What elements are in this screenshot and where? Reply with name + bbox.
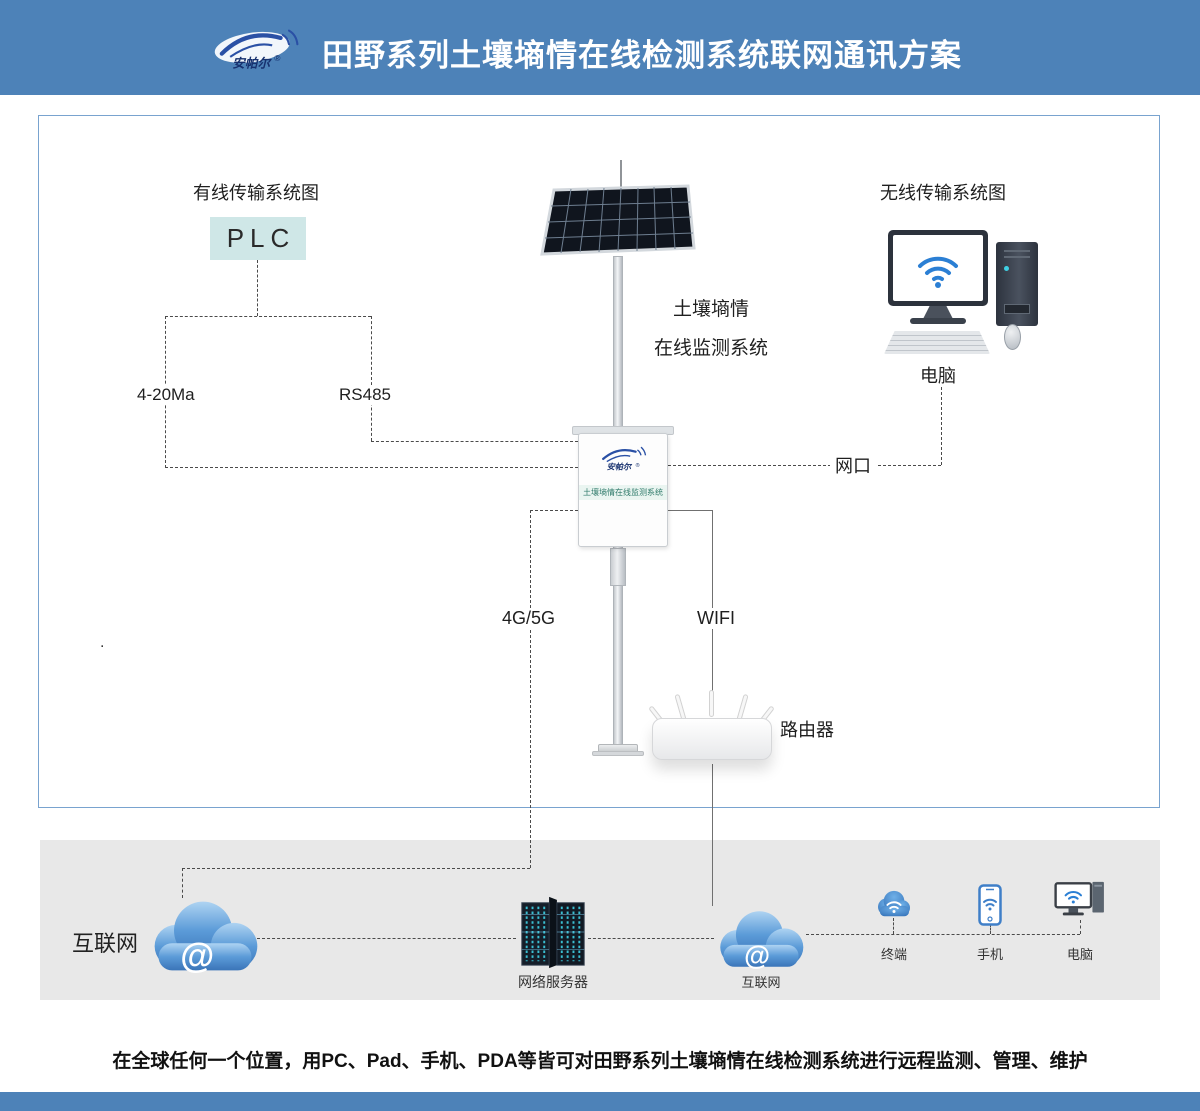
line-4g5g-vertical (530, 510, 531, 868)
station-name: 土壤墒情 在线监测系统 (636, 294, 786, 360)
pc-label: 电脑 (1066, 947, 1093, 962)
net-port-label: 网口 (830, 452, 876, 478)
internet-center-label: 互联网 (741, 975, 781, 990)
line-4g5g-band (182, 868, 530, 869)
station-antenna (620, 160, 622, 190)
station-pole-sleeve (610, 548, 626, 586)
line-wifi-stub (668, 510, 712, 511)
wifi-icon (918, 256, 958, 288)
station-base-foot (592, 751, 644, 756)
wireless-system-label: 无线传输系统图 (880, 183, 1006, 203)
line-plc-drop (257, 260, 258, 316)
tower-vent (1004, 250, 1030, 252)
line-split-top (165, 316, 371, 317)
line-4g5g-stub (530, 510, 578, 511)
internet-left-label: 互联网 (72, 931, 139, 956)
line-420ma-to-device (165, 467, 578, 468)
line-cloud-to-server (257, 938, 516, 939)
line-phone-stub (990, 924, 991, 934)
monitor-base (910, 318, 966, 324)
router-body (652, 718, 772, 760)
server-label: 网络服务器 (518, 974, 588, 990)
wired-system-label: 有线传输系统图 (193, 183, 319, 203)
router-label: 路由器 (780, 720, 834, 740)
line-netport-vertical (941, 387, 942, 465)
device-logo-text: 安帕尔 (607, 463, 633, 472)
brand-logo: 安帕尔 ® (214, 29, 299, 70)
cloud-at-symbol: @ (180, 936, 214, 975)
line-pc-stub (1080, 920, 1081, 934)
monitor-stand (923, 306, 953, 319)
phone-label: 手机 (976, 947, 1003, 962)
internet-cloud-center: @ (720, 911, 804, 970)
network-server (521, 896, 585, 969)
device-box: 安帕尔 ® 土壤墒情在线监测系统 (578, 433, 668, 547)
tower-power-led (1004, 266, 1009, 271)
plc-label: PLC (226, 223, 296, 253)
pc-icon (1054, 881, 1104, 916)
tower-vent (1004, 256, 1030, 258)
station-name-line1: 土壤墒情 (672, 299, 749, 320)
router (648, 690, 775, 766)
phone-icon (978, 884, 1002, 926)
page-title: 田野系列土壤墒情在线检测系统联网通讯方案 (322, 38, 962, 73)
mouse (1004, 324, 1021, 350)
device-title: 土壤墒情在线监测系统 (579, 485, 667, 500)
brand-logo-reg: ® (274, 53, 281, 63)
line-4g5g-to-cloud (182, 868, 183, 898)
line-terminal-stub (893, 918, 894, 934)
plc-box: PLC (210, 217, 306, 260)
line-wifi-to-router (712, 510, 713, 700)
line-cloud-to-devices (806, 934, 1080, 935)
signal-420ma-label: 4-20Ma (132, 385, 200, 405)
wifi-label: WIFI (692, 608, 740, 629)
brand-logo-text: 安帕尔 (232, 56, 272, 70)
line-netport-horizontal (668, 465, 941, 466)
signal-rs485-label: RS485 (334, 385, 396, 405)
terminal-label: 终端 (880, 947, 907, 962)
footer-bar (0, 1092, 1200, 1111)
cloud-at-symbol: @ (744, 940, 770, 970)
line-rs485-to-device (371, 441, 578, 442)
desktop-tower (996, 242, 1038, 326)
tower-drive-bay (1004, 304, 1030, 314)
line-server-to-cloud (588, 938, 714, 939)
keyboard (884, 331, 990, 354)
stray-mark: . (100, 634, 105, 651)
mobile-network-label: 4G/5G (497, 608, 561, 629)
computer-label: 电脑 (920, 366, 956, 386)
terminal-icon (878, 890, 910, 917)
station-name-line2: 在线监测系统 (653, 338, 768, 359)
router-antenna (709, 690, 714, 717)
line-router-to-cloud (712, 764, 713, 906)
line-rs485-vertical (371, 316, 372, 441)
internet-cloud-left: @ (154, 901, 258, 975)
device-logo-reg: ® (636, 462, 640, 469)
desktop-monitor (888, 230, 988, 306)
header-banner (0, 0, 1200, 95)
solar-panel (540, 184, 696, 256)
footer-description: 在全球任何一个位置，用PC、Pad、手机、PDA等皆可对田野系列土壤墒情在线检测… (112, 1051, 1088, 1072)
monitor-screen (893, 235, 983, 301)
device-logo: 安帕尔 ® (602, 446, 647, 472)
